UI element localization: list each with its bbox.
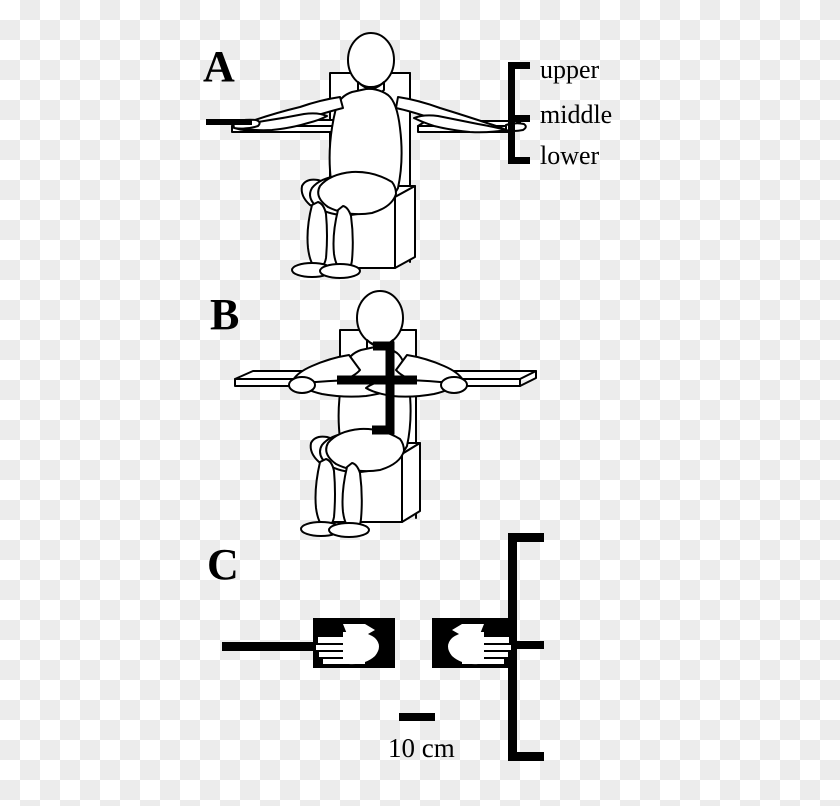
panel-a-body: [232, 32, 527, 279]
right-hand-icon: [432, 618, 514, 668]
panel-b-trunk-marker: [337, 341, 417, 435]
scale-bar: [399, 713, 435, 721]
panel-c-left-pointer-bar: [222, 642, 316, 651]
range-label-middle: middle: [540, 100, 613, 129]
range-label-upper: upper: [540, 55, 600, 84]
left-hand-icon: [313, 618, 395, 668]
panel-a-left-pointer-bar: [206, 119, 252, 125]
range-label-lower: lower: [540, 141, 600, 170]
panel-letter-a: A: [203, 42, 235, 91]
panel-letter-b: B: [210, 290, 240, 339]
panel-a-range-bracket: [508, 62, 530, 164]
panel-letter-c: C: [207, 540, 239, 589]
scale-bar-label: 10 cm: [388, 733, 455, 763]
